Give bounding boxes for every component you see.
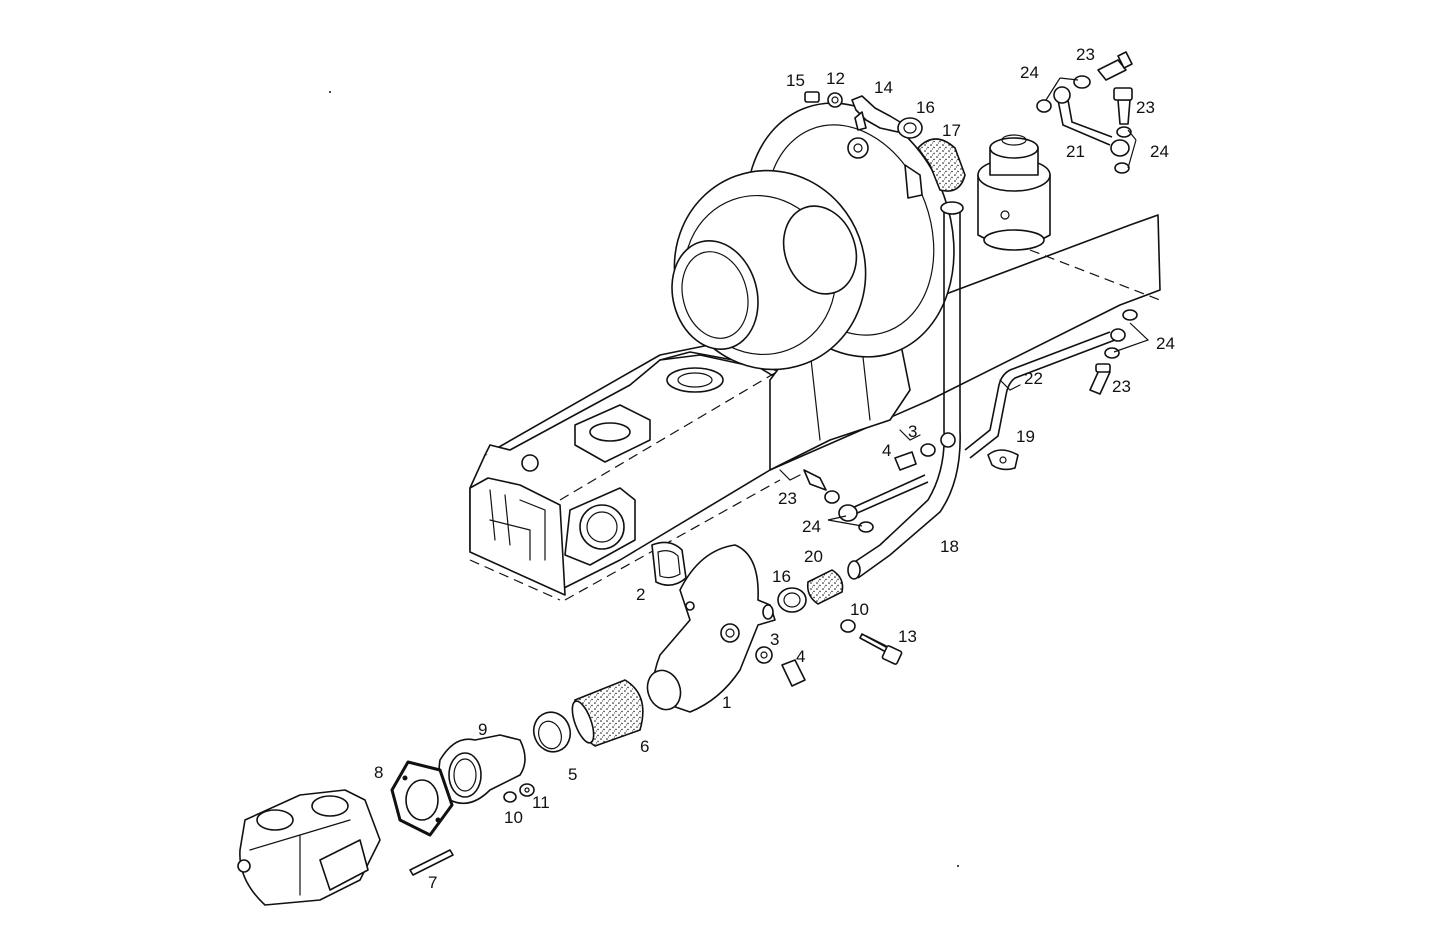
label-23: 23 <box>1076 45 1095 64</box>
label-24: 24 <box>1156 334 1175 353</box>
stray-dot <box>329 91 331 93</box>
label-3: 3 <box>770 630 779 649</box>
label-24: 24 <box>1020 63 1039 82</box>
thermostat-housing <box>237 789 381 906</box>
label-4: 4 <box>796 647 805 666</box>
leader-lines <box>827 77 1150 527</box>
part-8-gasket <box>390 760 454 837</box>
oil-filter <box>977 134 1051 251</box>
part-21-pipe <box>1053 86 1130 157</box>
part-1-elbow-housing <box>646 544 776 713</box>
label-2: 2 <box>636 585 645 604</box>
part-9-flange-pipe <box>438 734 526 805</box>
label-23: 23 <box>1136 98 1155 117</box>
label-22: 22 <box>1024 369 1043 388</box>
label-8: 8 <box>374 763 383 782</box>
label-24: 24 <box>802 517 821 536</box>
part-6-hose <box>571 679 644 747</box>
part-16-clamp-top <box>897 117 923 139</box>
label-23: 23 <box>1112 377 1131 396</box>
part-17-hose <box>916 138 966 192</box>
label-13: 13 <box>898 627 917 646</box>
label-19: 19 <box>1016 427 1035 446</box>
part-15-plug <box>804 91 820 103</box>
fasteners-top-right <box>1036 51 1138 395</box>
label-16: 16 <box>916 98 935 117</box>
part-3-washer-lower <box>755 646 773 664</box>
label-10: 10 <box>504 808 523 827</box>
label-7: 7 <box>428 873 437 892</box>
label-16: 16 <box>772 567 791 586</box>
label-11: 11 <box>532 793 550 812</box>
part-4-bolt-lower <box>781 659 806 687</box>
label-17: 17 <box>942 121 961 140</box>
part-10-washer-right <box>840 619 856 633</box>
part-7-pin <box>409 849 454 876</box>
label-3: 3 <box>908 422 917 441</box>
label-4: 4 <box>882 441 891 460</box>
label-21: 21 <box>1066 142 1085 161</box>
part-18-oil-pipe <box>847 201 964 580</box>
label-1: 1 <box>722 693 731 712</box>
label-6: 6 <box>640 737 649 756</box>
part-2-gasket <box>651 541 687 586</box>
part-12-washer <box>827 92 843 108</box>
part-16-clamp-lower <box>777 587 807 613</box>
label-24: 24 <box>1150 142 1169 161</box>
part-5-clamp <box>532 711 572 753</box>
part-13-bolt <box>859 633 903 665</box>
label-10: 10 <box>850 600 869 619</box>
stray-dot <box>957 865 959 867</box>
callout-labels: 1 2 3 3 4 4 5 6 7 8 9 10 10 11 12 13 14 … <box>374 45 1175 892</box>
part-14-elbow <box>851 95 901 133</box>
label-5: 5 <box>568 765 577 784</box>
part-19-clip <box>987 449 1019 471</box>
label-9: 9 <box>478 720 487 739</box>
label-18: 18 <box>940 537 959 556</box>
fasteners-middle <box>803 443 936 533</box>
part-10-11-washers <box>503 783 535 803</box>
part-22-pipe <box>964 328 1126 459</box>
label-15: 15 <box>786 71 805 90</box>
part-20-hose <box>806 569 844 605</box>
label-14: 14 <box>874 78 893 97</box>
turbocharger <box>671 102 955 371</box>
label-23: 23 <box>778 489 797 508</box>
label-20: 20 <box>804 547 823 566</box>
label-12: 12 <box>826 69 845 88</box>
